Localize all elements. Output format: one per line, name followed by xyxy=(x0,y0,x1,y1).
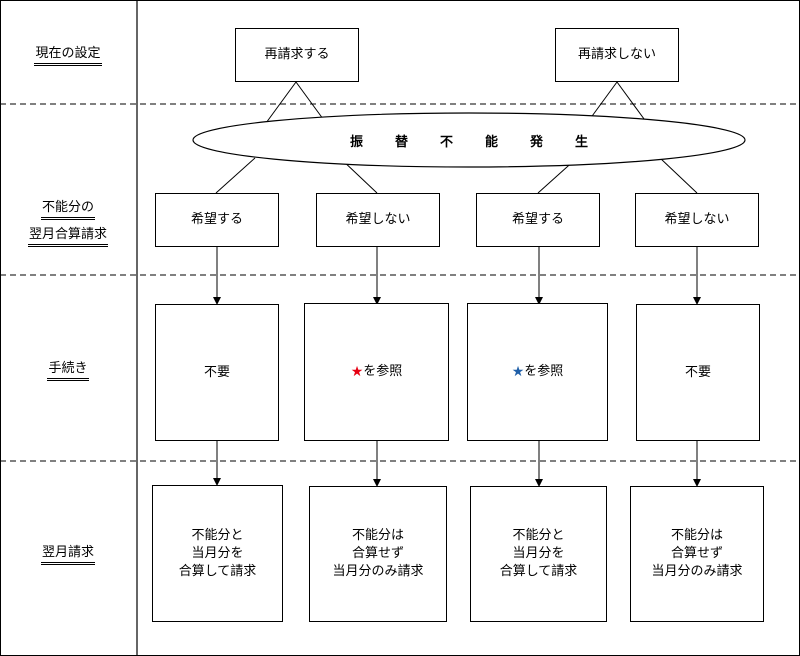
row-label-next-month: 翌月請求 xyxy=(0,542,136,565)
node-procedure-1: 不要 xyxy=(155,304,279,441)
node-procedure-3: ★を参照 xyxy=(467,303,608,441)
node-result-1: 不能分と 当月分を 合算して請求 xyxy=(152,485,283,622)
event-oval xyxy=(192,112,746,168)
node-option-no-hope-1: 希望しない xyxy=(316,193,440,247)
node-no-rebill: 再請求しない xyxy=(555,28,679,82)
result-text: 不能分と 当月分を 合算して請求 xyxy=(499,528,578,579)
node-option-no-hope-2: 希望しない xyxy=(635,193,759,247)
result-text: 不能分は 合算せず 当月分のみ請求 xyxy=(332,528,424,579)
connector xyxy=(659,157,698,194)
row-label-request-line2: 翌月合算請求 xyxy=(0,224,136,247)
event-label: 振替不能発生 xyxy=(349,134,620,150)
connector xyxy=(295,81,327,124)
row-label-request-line1: 不能分の xyxy=(0,197,136,220)
node-result-4: 不能分は 合算せず 当月分のみ請求 xyxy=(630,486,764,622)
row-label-procedure: 手続き xyxy=(0,358,136,381)
node-procedure-2: ★を参照 xyxy=(304,303,449,441)
row-label-request: 不能分の 翌月合算請求 xyxy=(0,197,136,247)
node-rebill: 再請求する xyxy=(235,28,359,82)
result-text: 不能分は 合算せず 当月分のみ請求 xyxy=(651,528,743,579)
node-procedure-4: 不要 xyxy=(636,304,760,441)
node-result-3: 不能分と 当月分を 合算して請求 xyxy=(470,486,607,622)
red-star-icon: ★ xyxy=(350,364,364,380)
result-text: 不能分と 当月分を 合算して請求 xyxy=(178,527,257,579)
connector xyxy=(616,81,648,124)
node-option-hope-2: 希望する xyxy=(476,193,600,247)
blue-star-icon: ★ xyxy=(511,364,525,380)
node-option-hope-1: 希望する xyxy=(155,193,279,247)
node-result-2: 不能分は 合算せず 当月分のみ請求 xyxy=(309,486,447,622)
connector xyxy=(265,81,297,124)
connector xyxy=(215,157,256,194)
row-label-current-setting: 現在の設定 xyxy=(0,43,136,66)
